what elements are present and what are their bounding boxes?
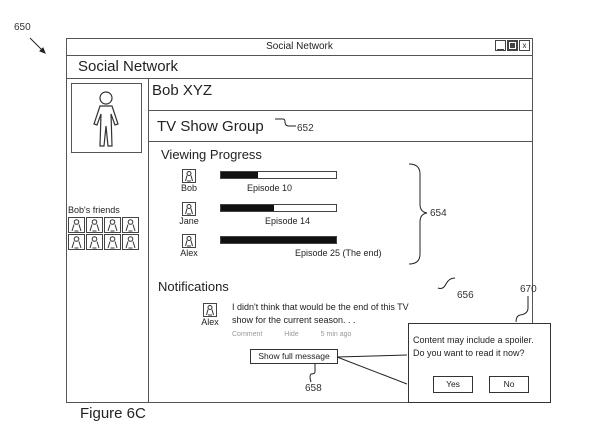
progress-user-name: Alex [180,248,198,258]
person-icon [93,91,119,147]
ref-654-brace [408,163,428,265]
user-avatar-icon [182,234,196,248]
episode-label: Episode 14 [265,216,311,226]
title-bar: Social Network x [67,39,532,56]
group-title[interactable]: TV Show Group [157,118,264,135]
friend-avatar[interactable] [122,217,139,233]
ref-654: 654 [430,208,447,219]
progress-bar [220,236,337,244]
notification-user[interactable]: Alex [198,303,222,327]
timestamp: 5 min ago [320,331,352,338]
comment-link[interactable]: Comment [232,331,263,338]
group-title-row: TV Show Group [149,111,532,142]
friend-avatar[interactable] [86,217,103,233]
ref-656-leader [437,277,456,289]
ref-650: 650 [14,22,31,33]
progress-user-name: Jane [179,216,199,226]
progress-user-jane[interactable]: Jane [177,202,201,226]
spoiler-dialog: Content may include a spoiler. Do you wa… [408,323,551,403]
app-window: Social Network x Social Network Bob's fr… [66,38,551,403]
notification-message: I didn't think that would be the end of … [232,301,409,327]
hide-link[interactable]: Hide [284,331,299,338]
notifications-title: Notifications [158,279,229,294]
figure-label: Figure 6C [80,405,146,422]
notification-actions: Comment Hide 5 min ago [232,331,371,338]
ref-670-leader [515,296,529,323]
left-sidebar: Bob's friends [67,79,149,402]
progress-bar-fill [221,205,274,211]
window-title: Social Network [266,41,333,52]
progress-bar-fill [221,237,336,243]
ref-670: 670 [520,284,537,295]
profile-name: Bob XYZ [149,79,532,111]
app-header: Social Network [67,56,532,79]
friend-avatar[interactable] [68,217,85,233]
progress-bar [220,171,337,179]
friend-avatar[interactable] [122,234,139,250]
spoiler-line-2: Do you want to read it now? [413,348,525,358]
episode-label: Episode 10 [247,183,293,193]
ref-658-leader [309,363,316,383]
friends-grid [68,217,139,250]
ref-652-leader [275,118,296,127]
profile-avatar[interactable] [71,83,142,153]
progress-user-alex[interactable]: Alex [177,234,201,258]
friend-avatar[interactable] [104,217,121,233]
ref-658: 658 [305,383,322,394]
close-icon[interactable]: x [519,40,530,51]
ref-656: 656 [457,290,474,301]
progress-user-bob[interactable]: Bob [177,169,201,193]
friend-avatar[interactable] [104,234,121,250]
notification-user-name: Alex [201,317,219,327]
progress-bar-fill [221,172,258,178]
viewing-progress-title: Viewing Progress [161,147,262,162]
user-avatar-icon [203,303,217,317]
progress-user-name: Bob [180,183,197,193]
friend-avatar[interactable] [86,234,103,250]
message-line-2: show for the current season. . . [232,315,356,325]
friend-avatar[interactable] [68,234,85,250]
ref-650-arrowhead [39,47,46,54]
progress-bar [220,204,337,212]
message-line-1: I didn't think that would be the end of … [232,302,409,312]
spoiler-line-1: Content may include a spoiler. [413,335,534,345]
episode-label: Episode 25 (The end) [295,248,382,258]
minimize-icon[interactable] [495,40,506,51]
no-button[interactable]: No [489,376,529,393]
user-avatar-icon [182,202,196,216]
dialog-pointer [336,354,408,385]
ref-652: 652 [297,123,314,134]
user-avatar-icon [182,169,196,183]
friends-label: Bob's friends [68,205,120,215]
maximize-icon[interactable] [507,40,518,51]
yes-button[interactable]: Yes [433,376,473,393]
